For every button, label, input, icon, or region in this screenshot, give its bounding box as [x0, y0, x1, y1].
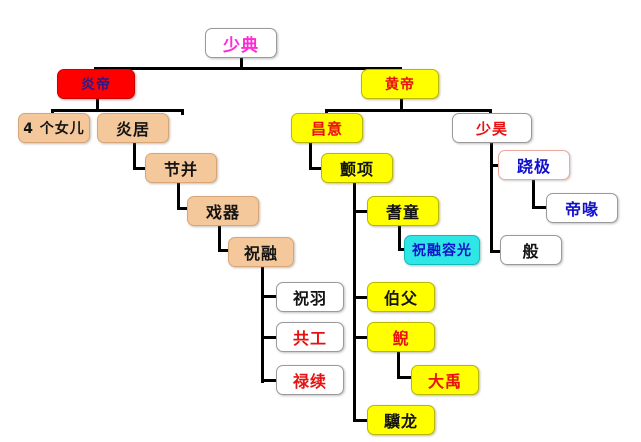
node-shaohao[interactable]: 少昊 [452, 113, 532, 143]
node-jilong[interactable]: 驥龙 [367, 405, 435, 435]
connector-c-changyi-zx [309, 167, 323, 170]
node-shaodian[interactable]: 少典 [205, 28, 277, 58]
connector-c-huangdi-bus [325, 109, 492, 112]
node-zhurongrg[interactable]: 祝融容光 [404, 235, 480, 265]
connector-c-zhurong-spine [261, 267, 264, 383]
connector-c-jiaoji-diku [532, 206, 548, 209]
node-luxu[interactable]: 禄续 [276, 365, 344, 395]
connector-c-gun-dayu [397, 376, 413, 379]
connector-c-to-changyi [325, 109, 328, 115]
connector-c-gun-down [397, 352, 400, 379]
connector-c-jiaoji-down [532, 180, 535, 209]
node-yandi[interactable]: 炎帝 [57, 69, 135, 99]
connector-c-xiqi-zhurong [218, 249, 230, 252]
connector-c-zx-bofu [353, 296, 369, 299]
connector-c-zx-jilong [353, 419, 369, 422]
connector-c-qitong-down [398, 226, 401, 250]
connector-c-sh-jiaoji [490, 164, 500, 167]
connector-c-zhurong-zhuyu [261, 295, 278, 298]
node-sinvr[interactable]: 4 个女儿 [18, 113, 90, 143]
node-jiebing[interactable]: 节并 [145, 153, 217, 183]
connector-c-zx-gun [353, 336, 369, 339]
connector-c-to-yanju [181, 109, 184, 115]
node-bofu[interactable]: 伯父 [367, 282, 435, 312]
connector-c-sh-ban [490, 250, 502, 253]
connector-c-zx-qitong [353, 210, 369, 213]
connector-c-zhuanxu-spine [353, 183, 356, 421]
node-huangdi[interactable]: 黄帝 [361, 69, 439, 99]
connector-c-to-sinvr [51, 109, 54, 115]
connector-c-jiebing-xiqi [177, 207, 189, 210]
connector-c-shaodian-bus [94, 67, 402, 70]
node-zhurong[interactable]: 祝融 [228, 237, 294, 267]
node-changyi[interactable]: 昌意 [291, 113, 363, 143]
node-qitong[interactable]: 耆童 [367, 196, 439, 226]
clipped-header-text: · ·· · ·· · ··· ·· ··· · ·· ··· · ·· · ·… [0, 0, 641, 9]
connector-c-zhurong-luxu [261, 379, 278, 382]
connector-c-jiebing-down [177, 183, 180, 210]
node-yanju[interactable]: 炎居 [97, 113, 169, 143]
node-gun[interactable]: 鲵 [367, 322, 435, 352]
connector-c-yanju-down [133, 143, 136, 170]
node-zhuanxu[interactable]: 颤项 [321, 153, 393, 183]
connector-c-changyi-down [309, 143, 312, 170]
node-dayu[interactable]: 大禹 [411, 365, 479, 395]
connector-c-xiqi-down [218, 226, 221, 252]
connector-c-shaohao-spine [490, 143, 493, 253]
node-zhuyu[interactable]: 祝羽 [276, 282, 344, 312]
node-ban[interactable]: 般 [500, 235, 562, 265]
node-jiaoji[interactable]: 跷极 [498, 150, 570, 180]
connector-c-huangdi-stem [400, 99, 403, 111]
connector-c-yandi-stem [96, 99, 99, 111]
node-xiqi[interactable]: 戏器 [187, 196, 259, 226]
connector-c-shaodian-stem [240, 58, 243, 70]
connector-c-zhurong-gong [261, 336, 278, 339]
connector-c-to-shaohao [489, 109, 492, 115]
connector-c-yandi-bus [51, 109, 184, 112]
node-diku[interactable]: 帝喙 [546, 193, 618, 223]
connector-c-qitong-zrg [398, 248, 406, 251]
node-gonggong[interactable]: 共工 [276, 322, 344, 352]
connector-c-yanju-jiebing [133, 167, 147, 170]
